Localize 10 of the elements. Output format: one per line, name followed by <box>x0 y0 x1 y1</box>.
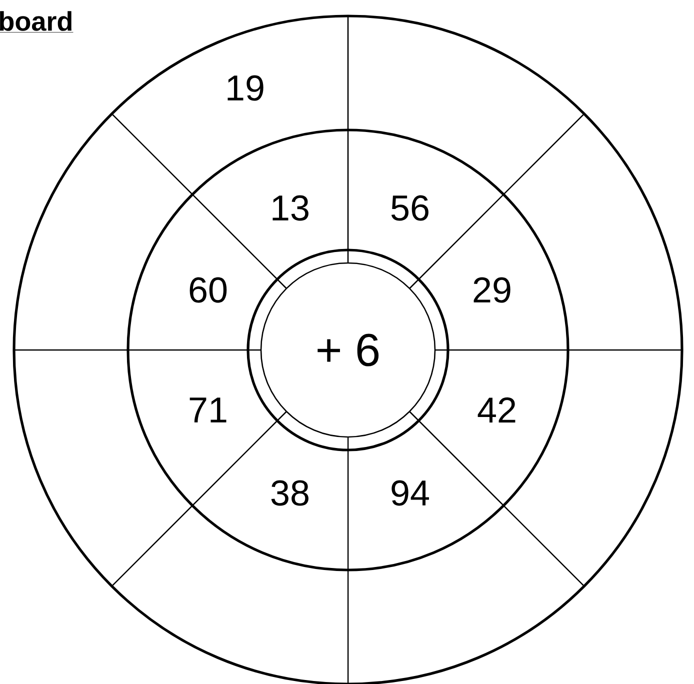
score-number: 13 <box>272 195 308 221</box>
score-number: 19 <box>228 75 264 101</box>
score-number: 71 <box>190 398 226 422</box>
score-number: 29 <box>474 277 510 303</box>
score-number: 42 <box>478 397 516 423</box>
title: board <box>0 11 74 33</box>
score-number: 56 <box>391 195 428 221</box>
score-number: 94 <box>392 480 429 506</box>
score-number: 60 <box>190 277 227 303</box>
score-number: 38 <box>271 480 308 506</box>
